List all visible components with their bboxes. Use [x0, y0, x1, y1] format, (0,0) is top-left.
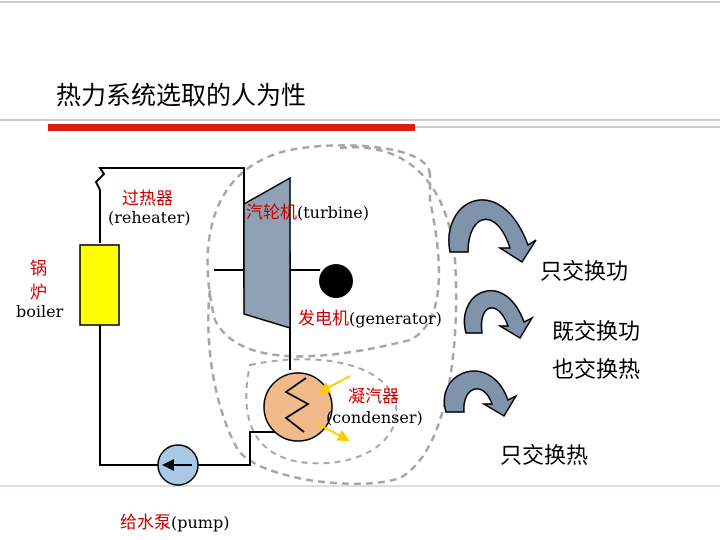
turbine-label-en: (turbine): [297, 203, 369, 222]
condenser-coil: [284, 377, 310, 433]
generator: [319, 264, 353, 298]
coolant-out-pointer: [317, 423, 350, 441]
exchange-arrow-work-heat: [463, 290, 534, 340]
label-work-and-heat-1: 既交换功: [552, 320, 641, 345]
pump-label: 给水泵(pump): [120, 508, 229, 533]
boiler-label-cn-2: 炉: [30, 283, 47, 303]
generator-label: 发电机(generator): [298, 304, 442, 329]
turbine-label-cn: 汽轮机: [246, 203, 297, 223]
slide-title: 热力系统选取的人为性: [56, 81, 307, 110]
condenser-boundary: [245, 358, 398, 465]
label-heat-only: 只交换热: [500, 444, 589, 469]
coolant-in-pointer: [318, 375, 351, 393]
generator-label-en: (generator): [349, 309, 442, 328]
exchange-arrow-work: [448, 199, 537, 264]
outer-boundary: [207, 146, 458, 486]
label-work-and-heat-2: 也交换热: [552, 358, 641, 383]
pump-label-cn: 给水泵: [120, 513, 171, 533]
generator-label-cn: 发电机: [298, 309, 349, 329]
boiler: [79, 244, 120, 326]
turbine: [243, 176, 291, 330]
boiler-label-cn-1: 锅: [30, 259, 47, 279]
pump-label-en: (pump): [171, 513, 230, 532]
condenser-label-cn: 凝汽器: [348, 387, 399, 407]
reheater-label-cn: 过热器: [122, 189, 173, 209]
exchange-arrow-heat: [443, 370, 518, 418]
boiler-label-en: boiler: [16, 302, 64, 321]
turbine-label: 汽轮机(turbine): [246, 198, 369, 223]
turbine-boundary: [206, 144, 441, 358]
condenser-label-en: (condenser): [326, 408, 423, 427]
condenser: [263, 372, 333, 442]
reheater-label-en: (reheater): [108, 208, 191, 227]
label-work-only: 只交换功: [540, 260, 629, 285]
title-accent-bar: [48, 124, 415, 131]
